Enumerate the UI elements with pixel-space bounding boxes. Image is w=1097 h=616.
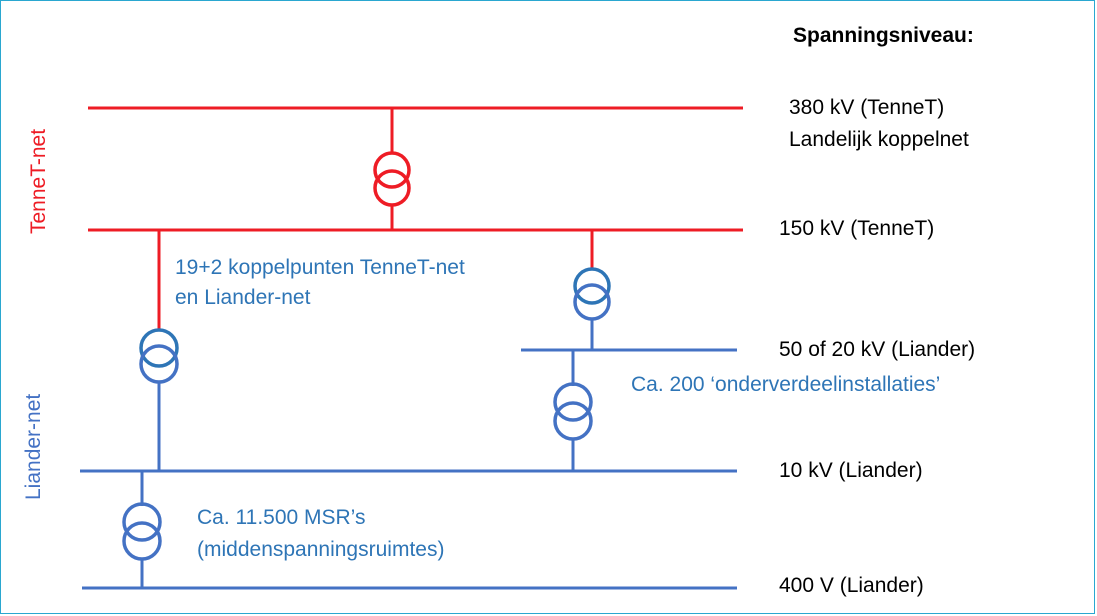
koppelpunten-label-1: 19+2 koppelpunten TenneT-net [175,256,465,279]
koppelpunten-label-2: en Liander-net [175,286,311,309]
tennet-net-label: TenneT-net [27,128,50,234]
liander-net-label: Liander-net [22,393,45,500]
level-380kv-sub: Landelijk koppelnet [789,128,969,151]
msr-label-2: (middenspanningsruimtes) [197,538,445,561]
level-50-20kv: 50 of 20 kV (Liander) [779,338,976,361]
level-380kv: 380 kV (TenneT) [789,96,945,119]
transformer-150-50-20kv [573,230,611,350]
spanningsniveau-title: Spanningsniveau: [793,24,974,47]
level-150kv: 150 kV (TenneT) [779,217,935,240]
onderverdeel-label: Ca. 200 ‘onderverdeelinstallaties’ [631,373,941,396]
transformer-10kv-400v [122,471,162,588]
level-400v: 400 V (Liander) [779,574,924,597]
transformer-380-150kv [373,108,411,230]
transformer-50-20-10kv [553,350,593,471]
transformer-150-10kv [139,230,179,471]
msr-label-1: Ca. 11.500 MSR’s [197,506,366,529]
level-10kv: 10 kV (Liander) [779,459,923,482]
